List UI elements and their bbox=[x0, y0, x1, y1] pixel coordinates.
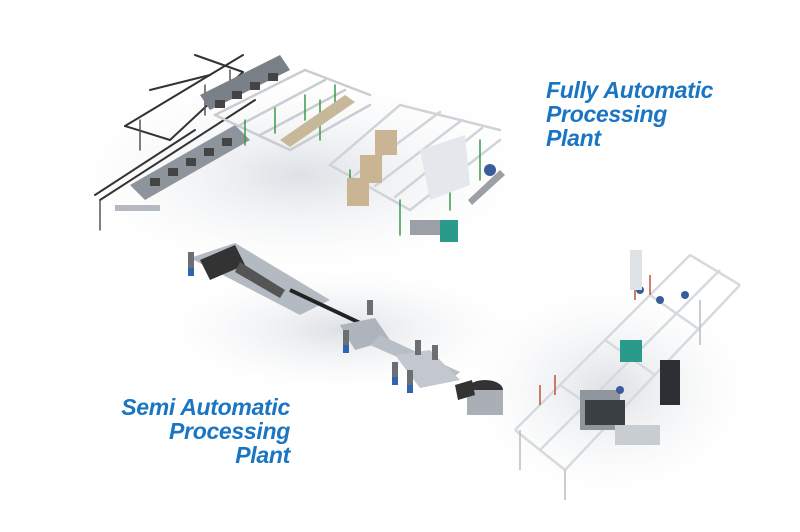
fully-automatic-line2: Processing bbox=[546, 101, 667, 127]
fully-automatic-plant bbox=[94, 54, 505, 242]
fully-automatic-plant-label: Fully Automatic Processing Plant bbox=[546, 78, 713, 150]
semi-automatic-line1: Semi Automatic bbox=[121, 394, 290, 420]
fully-automatic-line3: Plant bbox=[546, 125, 601, 151]
semi-automatic-line2: Processing bbox=[169, 418, 290, 444]
semi-automatic-plant-label: Semi Automatic Processing Plant bbox=[80, 395, 290, 467]
fully-automatic-line1: Fully Automatic bbox=[546, 77, 714, 103]
semi-automatic-line3: Plant bbox=[235, 442, 290, 468]
semi-automatic-plant bbox=[188, 243, 741, 500]
